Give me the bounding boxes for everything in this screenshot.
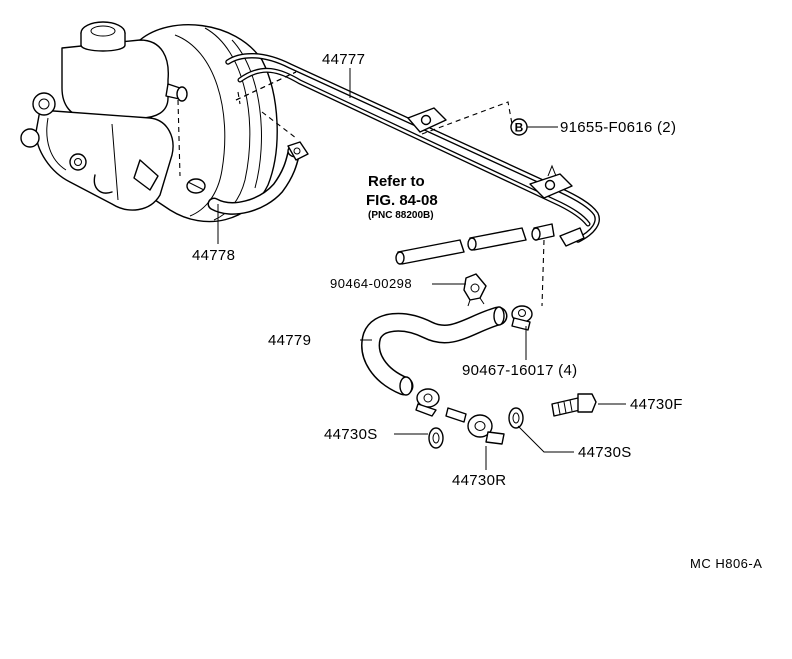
figure-code: MC H806-A: [690, 556, 762, 571]
reference-hoses: [395, 223, 555, 265]
brake-booster-assembly: [20, 21, 278, 223]
label-brake-line: 44777: [322, 51, 365, 68]
brake-line-44777: [225, 53, 600, 247]
label-gasket-left: 44730S: [324, 426, 378, 443]
callout-marker-letter: B: [515, 121, 524, 135]
hose-clamp-small: [463, 273, 487, 307]
reference-line-2: FIG. 84-08: [366, 192, 438, 209]
vacuum-hose-44778: [207, 141, 309, 215]
gasket-right: [508, 407, 524, 429]
label-clip-bolt: 91655-F0616 (2): [560, 119, 676, 136]
assembly-lines: [177, 91, 545, 307]
union-bolt-44730F: [551, 393, 597, 417]
label-union: 44730R: [452, 472, 506, 489]
gasket-left: [428, 427, 444, 449]
reference-line-3: (PNC 88200B): [368, 210, 434, 221]
part-labels: 44777 91655-F0616 (2) 44778 90464-00298 …: [192, 51, 683, 489]
label-gasket-right: 44730S: [578, 444, 632, 461]
callout-marker-b: B: [510, 118, 528, 136]
reference-line-1: Refer to: [368, 173, 425, 190]
union-44730R: [445, 407, 505, 445]
label-hose-clamp-small: 90464-00298: [330, 276, 412, 291]
figure-reference-note: Refer to FIG. 84-08 (PNC 88200B): [366, 173, 438, 221]
hose-clamp-lower: [415, 388, 440, 417]
label-vacuum-hose-lower: 44779: [268, 332, 311, 349]
label-hose-clamp: 90467-16017 (4): [462, 362, 577, 379]
label-vacuum-hose-upper: 44778: [192, 247, 235, 264]
leader-lines: [217, 68, 626, 470]
hose-clamp-upper: [511, 305, 533, 331]
label-union-bolt: 44730F: [630, 396, 683, 413]
vacuum-hose-44779: [361, 306, 508, 396]
